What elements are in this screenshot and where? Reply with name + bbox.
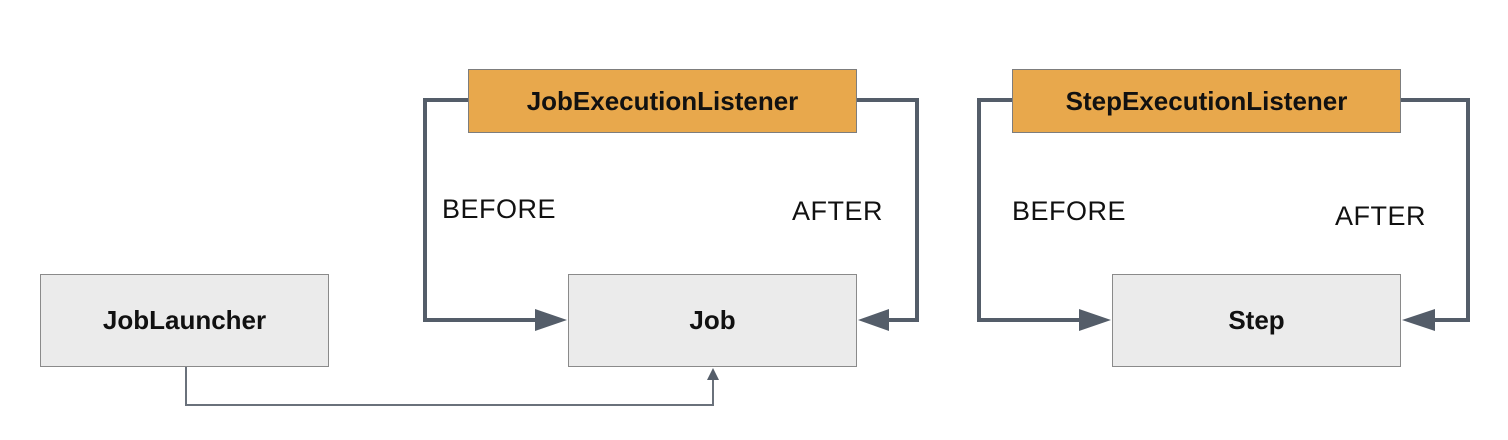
job-execution-listener-label: JobExecutionListener [526,85,799,116]
job-before-connector [423,98,537,322]
step-before-label: BEFORE [1012,196,1127,226]
launcher-to-job-arrowhead [707,368,719,380]
job-after-label: AFTER [792,196,884,226]
job-before-arrowhead [535,309,567,331]
job-launcher-box: JobLauncher [40,274,329,367]
job-after-connector [856,98,919,322]
step-execution-listener-box: StepExecutionListener [1012,69,1401,133]
step-after-arrowhead [1402,309,1435,331]
job-before-label: BEFORE [442,194,557,224]
launcher-to-job-connector [185,367,714,406]
job-execution-listener-box: JobExecutionListener [468,69,857,133]
job-launcher-label: JobLauncher [102,305,267,335]
job-after-arrowhead [858,309,889,331]
step-after-label: AFTER [1335,201,1427,231]
step-execution-listener-label: StepExecutionListener [1065,85,1348,116]
step-after-connector [1400,98,1470,322]
step-before-connector [977,98,1081,322]
step-label: Step [1228,305,1285,335]
job-box: Job [568,274,857,367]
step-box: Step [1112,274,1401,367]
step-before-arrowhead [1079,309,1111,331]
job-label: Job [689,305,736,335]
